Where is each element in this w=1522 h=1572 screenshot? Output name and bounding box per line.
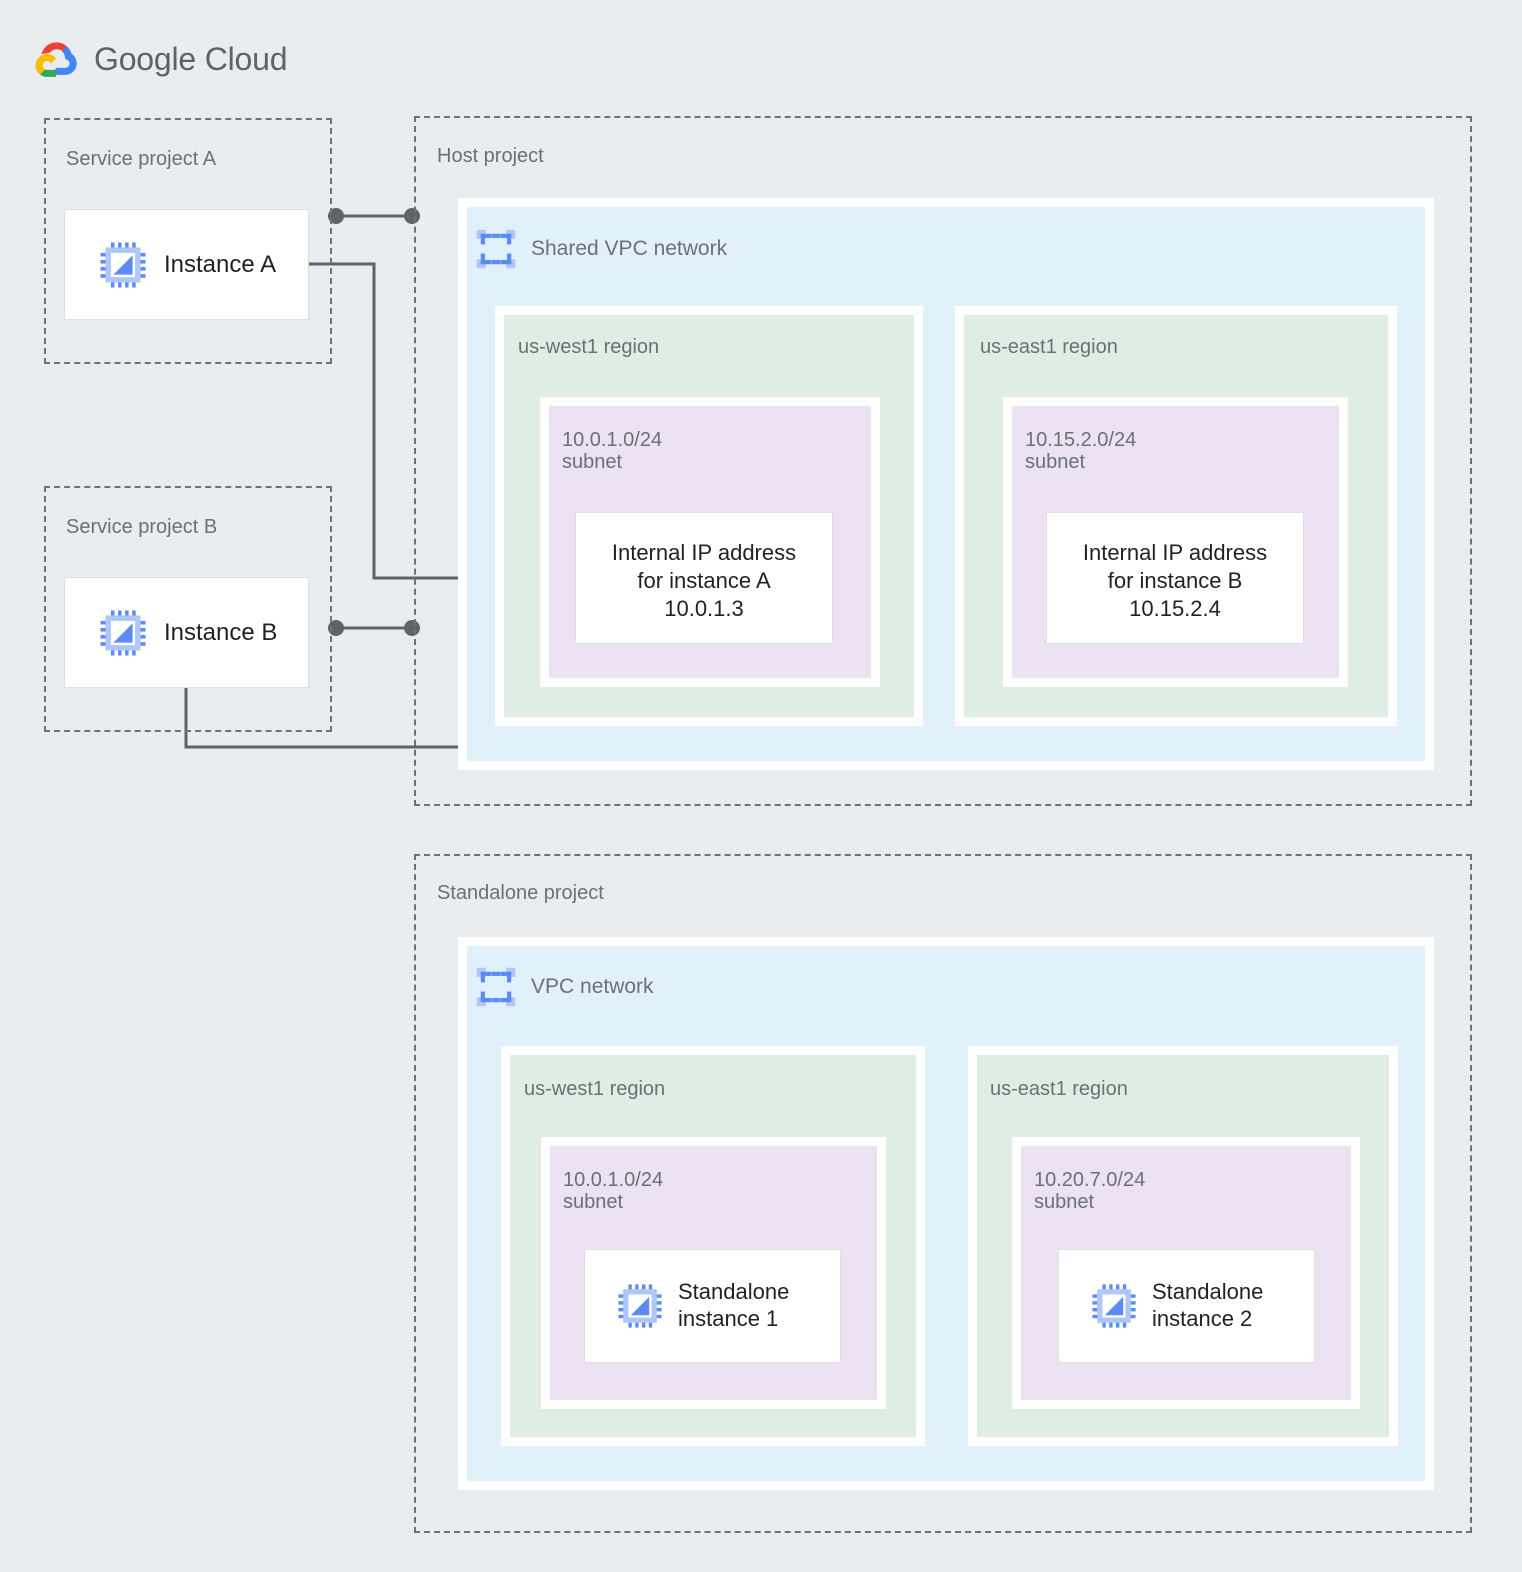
- instance-b-label: Instance B: [164, 619, 278, 647]
- conn-b-project-to-host: [328, 620, 420, 636]
- standalone-project-title: Standalone project: [437, 882, 604, 904]
- instance-b-card[interactable]: [64, 577, 309, 688]
- host-project-title: Host project: [437, 145, 544, 167]
- vpc-network-label: VPC network: [531, 975, 654, 998]
- internal-ip-instance-b-text: Internal IP address for instance B 10.15…: [1082, 540, 1268, 622]
- instance-a-card[interactable]: [64, 209, 309, 320]
- host-region-us-east1-label: us-east1 region: [980, 336, 1118, 358]
- vm-chip-icon: [98, 608, 148, 658]
- host-region-us-west1-label: us-west1 region: [518, 336, 660, 358]
- service-project-b-title: Service project B: [66, 516, 218, 538]
- conn-a-project-to-host: [328, 208, 420, 224]
- standalone-subnet-10-20-7-0-24-label: 10.20.7.0/24 subnet: [1034, 1169, 1146, 1214]
- vm-chip-icon: [98, 240, 148, 290]
- standalone-region-us-west1-label: us-west1 region: [524, 1078, 666, 1100]
- internal-ip-instance-b-card[interactable]: Internal IP address for instance B 10.15…: [1046, 512, 1304, 644]
- standalone-instance-1-label: Standalone instance 1: [678, 1279, 790, 1331]
- standalone-instance-2-label: Standalone instance 2: [1152, 1279, 1264, 1331]
- brand-wordmark: Google Cloud: [94, 40, 288, 78]
- vm-chip-icon: [616, 1282, 664, 1330]
- standalone-subnet-10-0-1-0-24-label: 10.0.1.0/24 subnet: [563, 1169, 664, 1214]
- vm-chip-icon: [1090, 1282, 1138, 1330]
- standalone-instance-1[interactable]: Standalone instance 1: [616, 1279, 790, 1332]
- service-project-b-boundary: [44, 486, 332, 732]
- standalone-region-us-east1-label: us-east1 region: [990, 1078, 1128, 1100]
- standalone-instance-2[interactable]: Standalone instance 2: [1090, 1279, 1264, 1332]
- google-cloud-brand: Google Cloud: [34, 36, 288, 82]
- internal-ip-instance-a-card[interactable]: Internal IP address for instance A 10.0.…: [575, 512, 833, 644]
- brand-name-google: Google: [94, 40, 196, 77]
- standalone-project-boundary: [414, 854, 1472, 1533]
- instance-a-label: Instance A: [164, 251, 277, 279]
- service-project-a-title: Service project A: [66, 148, 217, 170]
- instance-a[interactable]: Instance A: [98, 239, 276, 291]
- vpc-network-icon: [475, 228, 517, 270]
- shared-vpc-network-label: Shared VPC network: [531, 237, 728, 260]
- internal-ip-instance-a-text: Internal IP address for instance A 10.0.…: [611, 540, 797, 622]
- host-subnet-10-0-1-0-24-label: 10.0.1.0/24 subnet: [562, 429, 663, 474]
- vpc-network-header: VPC network: [475, 966, 654, 1008]
- host-project-boundary: [414, 116, 1472, 806]
- vpc-network-icon: [475, 966, 517, 1008]
- brand-name-cloud: Cloud: [204, 40, 288, 77]
- shared-vpc-network-header: Shared VPC network: [475, 228, 727, 270]
- google-cloud-logo-icon: [34, 36, 80, 82]
- instance-b[interactable]: Instance B: [98, 607, 277, 659]
- host-subnet-10-15-2-0-24-label: 10.15.2.0/24 subnet: [1025, 429, 1137, 474]
- service-project-a-boundary: [44, 118, 332, 364]
